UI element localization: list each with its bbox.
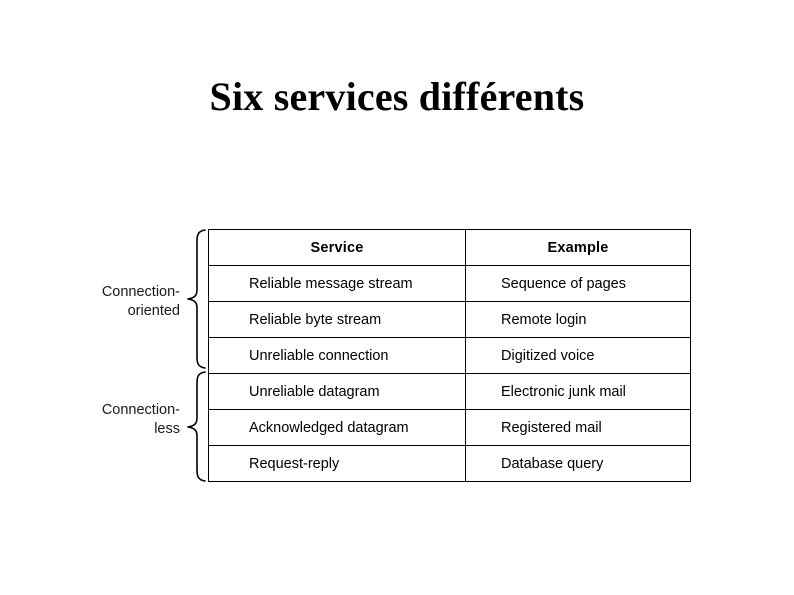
table-row: Request-reply Database query	[208, 445, 691, 482]
column-header-service: Service	[208, 229, 466, 266]
group-label-line: Connection-	[101, 284, 180, 300]
group-label-line: less	[154, 421, 180, 437]
group-label-connectionless: Connection- less	[40, 401, 180, 439]
table-row: Unreliable datagram Electronic junk mail	[208, 373, 691, 410]
cell-service: Unreliable connection	[208, 337, 466, 374]
cell-service: Reliable byte stream	[208, 301, 466, 338]
cell-example: Sequence of pages	[465, 265, 691, 302]
services-table: Service Example Reliable message stream …	[208, 229, 691, 482]
table-row: Reliable byte stream Remote login	[208, 301, 691, 338]
cell-service: Acknowledged datagram	[208, 409, 466, 446]
table-header-row: Service Example	[208, 229, 691, 266]
cell-example: Digitized voice	[465, 337, 691, 374]
cell-example: Registered mail	[465, 409, 691, 446]
cell-example: Electronic junk mail	[465, 373, 691, 410]
table-row: Acknowledged datagram Registered mail	[208, 409, 691, 446]
curly-brace-left-icon	[184, 370, 208, 483]
table-row: Reliable message stream Sequence of page…	[208, 265, 691, 302]
curly-brace-left-icon	[184, 228, 208, 370]
group-label-line: oriented	[127, 303, 180, 319]
cell-example: Database query	[465, 445, 691, 482]
table-row: Unreliable connection Digitized voice	[208, 337, 691, 374]
group-label-line: Connection-	[101, 402, 180, 418]
cell-service: Request-reply	[208, 445, 466, 482]
column-header-example: Example	[465, 229, 691, 266]
cell-service: Reliable message stream	[208, 265, 466, 302]
cell-service: Unreliable datagram	[208, 373, 466, 410]
page-title: Six services différents	[209, 74, 585, 119]
group-label-connection-oriented: Connection- oriented	[40, 283, 180, 321]
cell-example: Remote login	[465, 301, 691, 338]
